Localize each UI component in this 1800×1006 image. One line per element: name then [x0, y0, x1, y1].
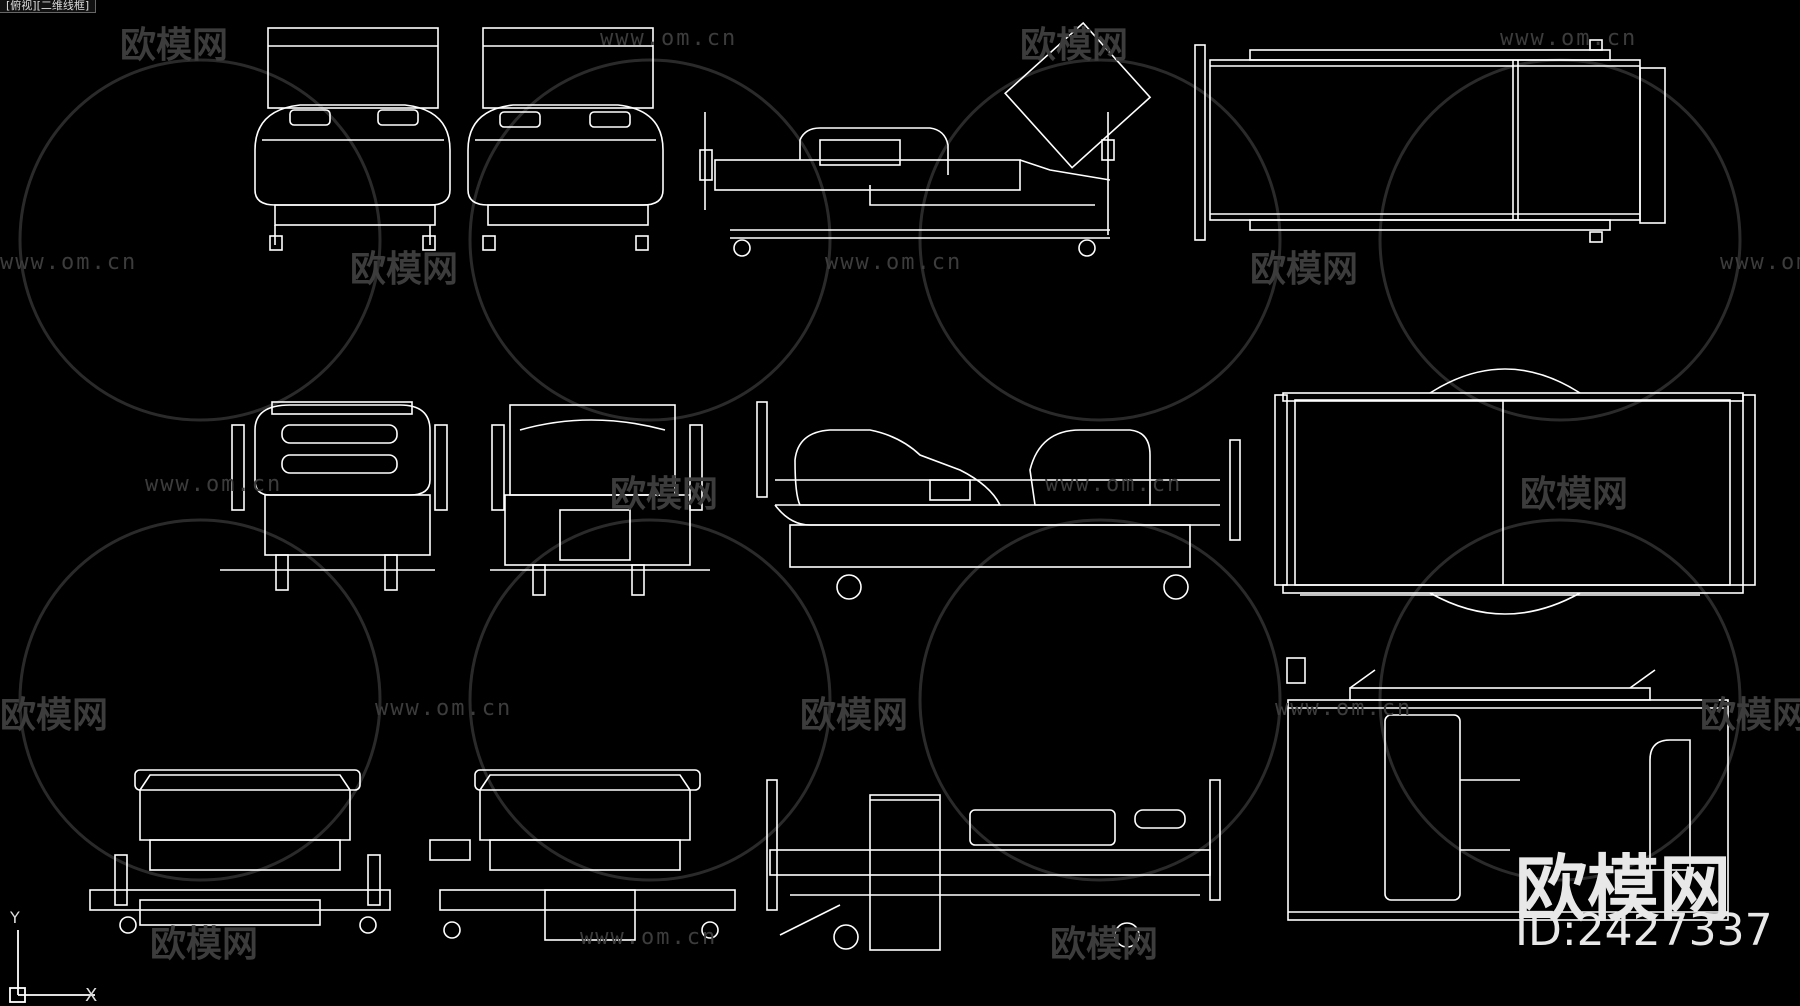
watermark-url: www.om.cn	[825, 250, 963, 275]
watermark-cn: 欧模网	[0, 695, 109, 736]
watermark-cn: 欧模网	[1250, 249, 1359, 290]
bed-front-elevation-4	[490, 404, 710, 596]
watermark-url: www.om.cn	[1045, 472, 1183, 497]
bed-side-elevation-1	[699, 21, 1152, 257]
ucs-axis-icon	[9, 930, 95, 1003]
bed-plan-view-1	[1194, 39, 1666, 243]
watermark-cn: 欧模网	[150, 924, 259, 965]
bed-front-elevation-5	[89, 769, 391, 934]
watermark-url: www.om.cn	[145, 472, 283, 497]
watermark-url: www.om.cn	[1275, 696, 1413, 721]
bed-front-elevation-1	[254, 27, 451, 251]
watermark-cn: 欧模网	[1700, 695, 1800, 736]
watermark-url: www.om.cn	[1720, 250, 1800, 275]
watermark-cn: 欧模网	[1050, 924, 1159, 965]
watermark-arcs	[18, 58, 1742, 882]
watermark-cn: 欧模网	[610, 474, 719, 515]
bed-front-elevation-6	[429, 769, 736, 941]
bed-front-elevation-2	[467, 27, 664, 251]
watermark-cn: 欧模网	[350, 249, 459, 290]
watermark-url: www.om.cn	[580, 925, 718, 950]
bed-plan-view-3	[1286, 657, 1729, 921]
watermark-cn: 欧模网	[1520, 474, 1629, 515]
bed-front-elevation-3	[220, 401, 448, 591]
bed-side-elevation-2	[756, 401, 1241, 600]
ucs-y-label: Y	[10, 908, 20, 927]
watermark-cn: 欧模网	[800, 695, 909, 736]
bed-plan-view-2	[1274, 368, 1756, 615]
watermark-url: www.om.cn	[600, 26, 738, 51]
watermark-cn: 欧模网	[120, 25, 229, 66]
ucs-x-label: X	[85, 985, 98, 1006]
brand-logo-text: 欧模网	[1515, 847, 1732, 931]
viewport-label[interactable]: [俯视][二维线框]	[0, 0, 97, 13]
watermark-url: www.om.cn	[0, 250, 138, 275]
model-id-text: ID:2427337	[1515, 905, 1773, 956]
watermark-url: www.om.cn	[1500, 26, 1638, 51]
watermark-cn: 欧模网	[1020, 25, 1129, 66]
bed-side-elevation-3	[766, 779, 1221, 951]
watermark-url: www.om.cn	[375, 696, 513, 721]
